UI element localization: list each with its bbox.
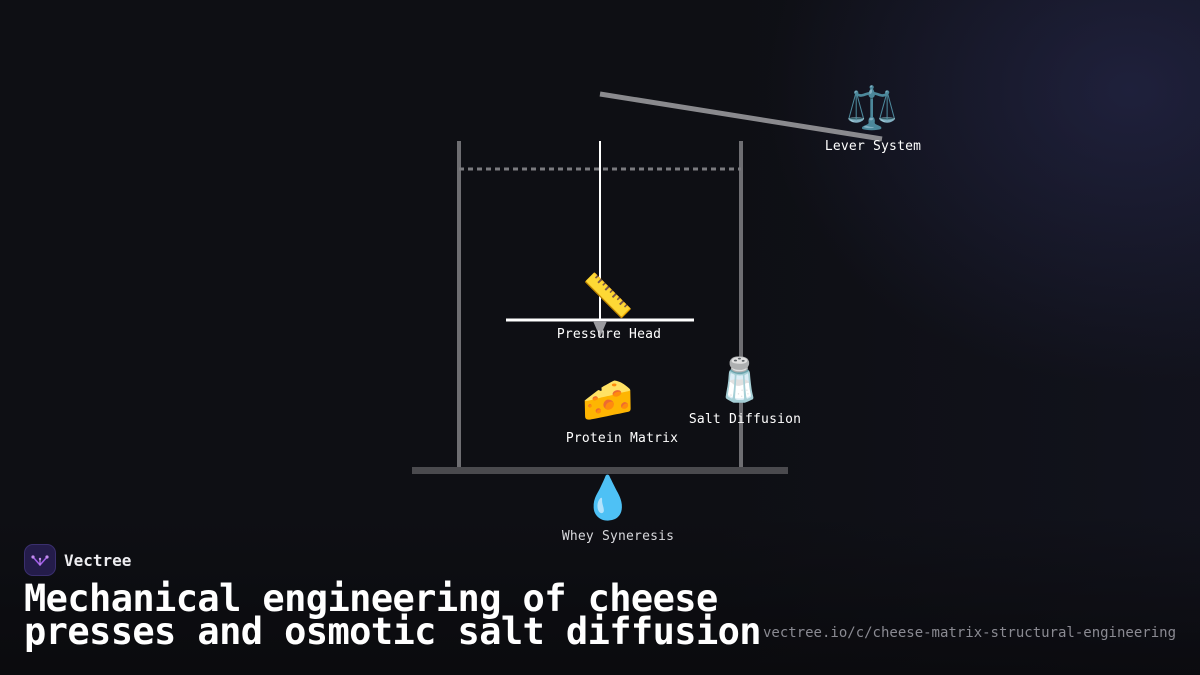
- source-url: vectree.io/c/cheese-matrix-structural-en…: [762, 625, 1176, 641]
- salt-diffusion-label: Salt Diffusion: [688, 412, 802, 427]
- ruler-icon: 📏: [581, 271, 635, 320]
- cheese-icon: 🧀: [581, 375, 635, 424]
- whey-syneresis-label: Whey Syneresis: [561, 529, 675, 544]
- brand: Vectree: [24, 544, 131, 576]
- balance-scale-icon: ⚖️: [845, 83, 899, 132]
- pressure-head-label: Pressure Head: [556, 327, 662, 342]
- vectree-logo-icon: [24, 544, 56, 576]
- pressure-arrowhead: [593, 321, 607, 337]
- protein-matrix-label: Protein Matrix: [565, 431, 679, 446]
- page-title: Mechanical engineering of cheese presses…: [24, 577, 762, 653]
- base-platform: [412, 467, 788, 474]
- droplet-icon: 💧: [581, 473, 635, 522]
- lever-arm: [599, 91, 883, 142]
- salt-shaker-icon: 🧂: [713, 355, 767, 404]
- brand-name: Vectree: [64, 550, 132, 570]
- lever-system-label: Lever System: [824, 139, 922, 154]
